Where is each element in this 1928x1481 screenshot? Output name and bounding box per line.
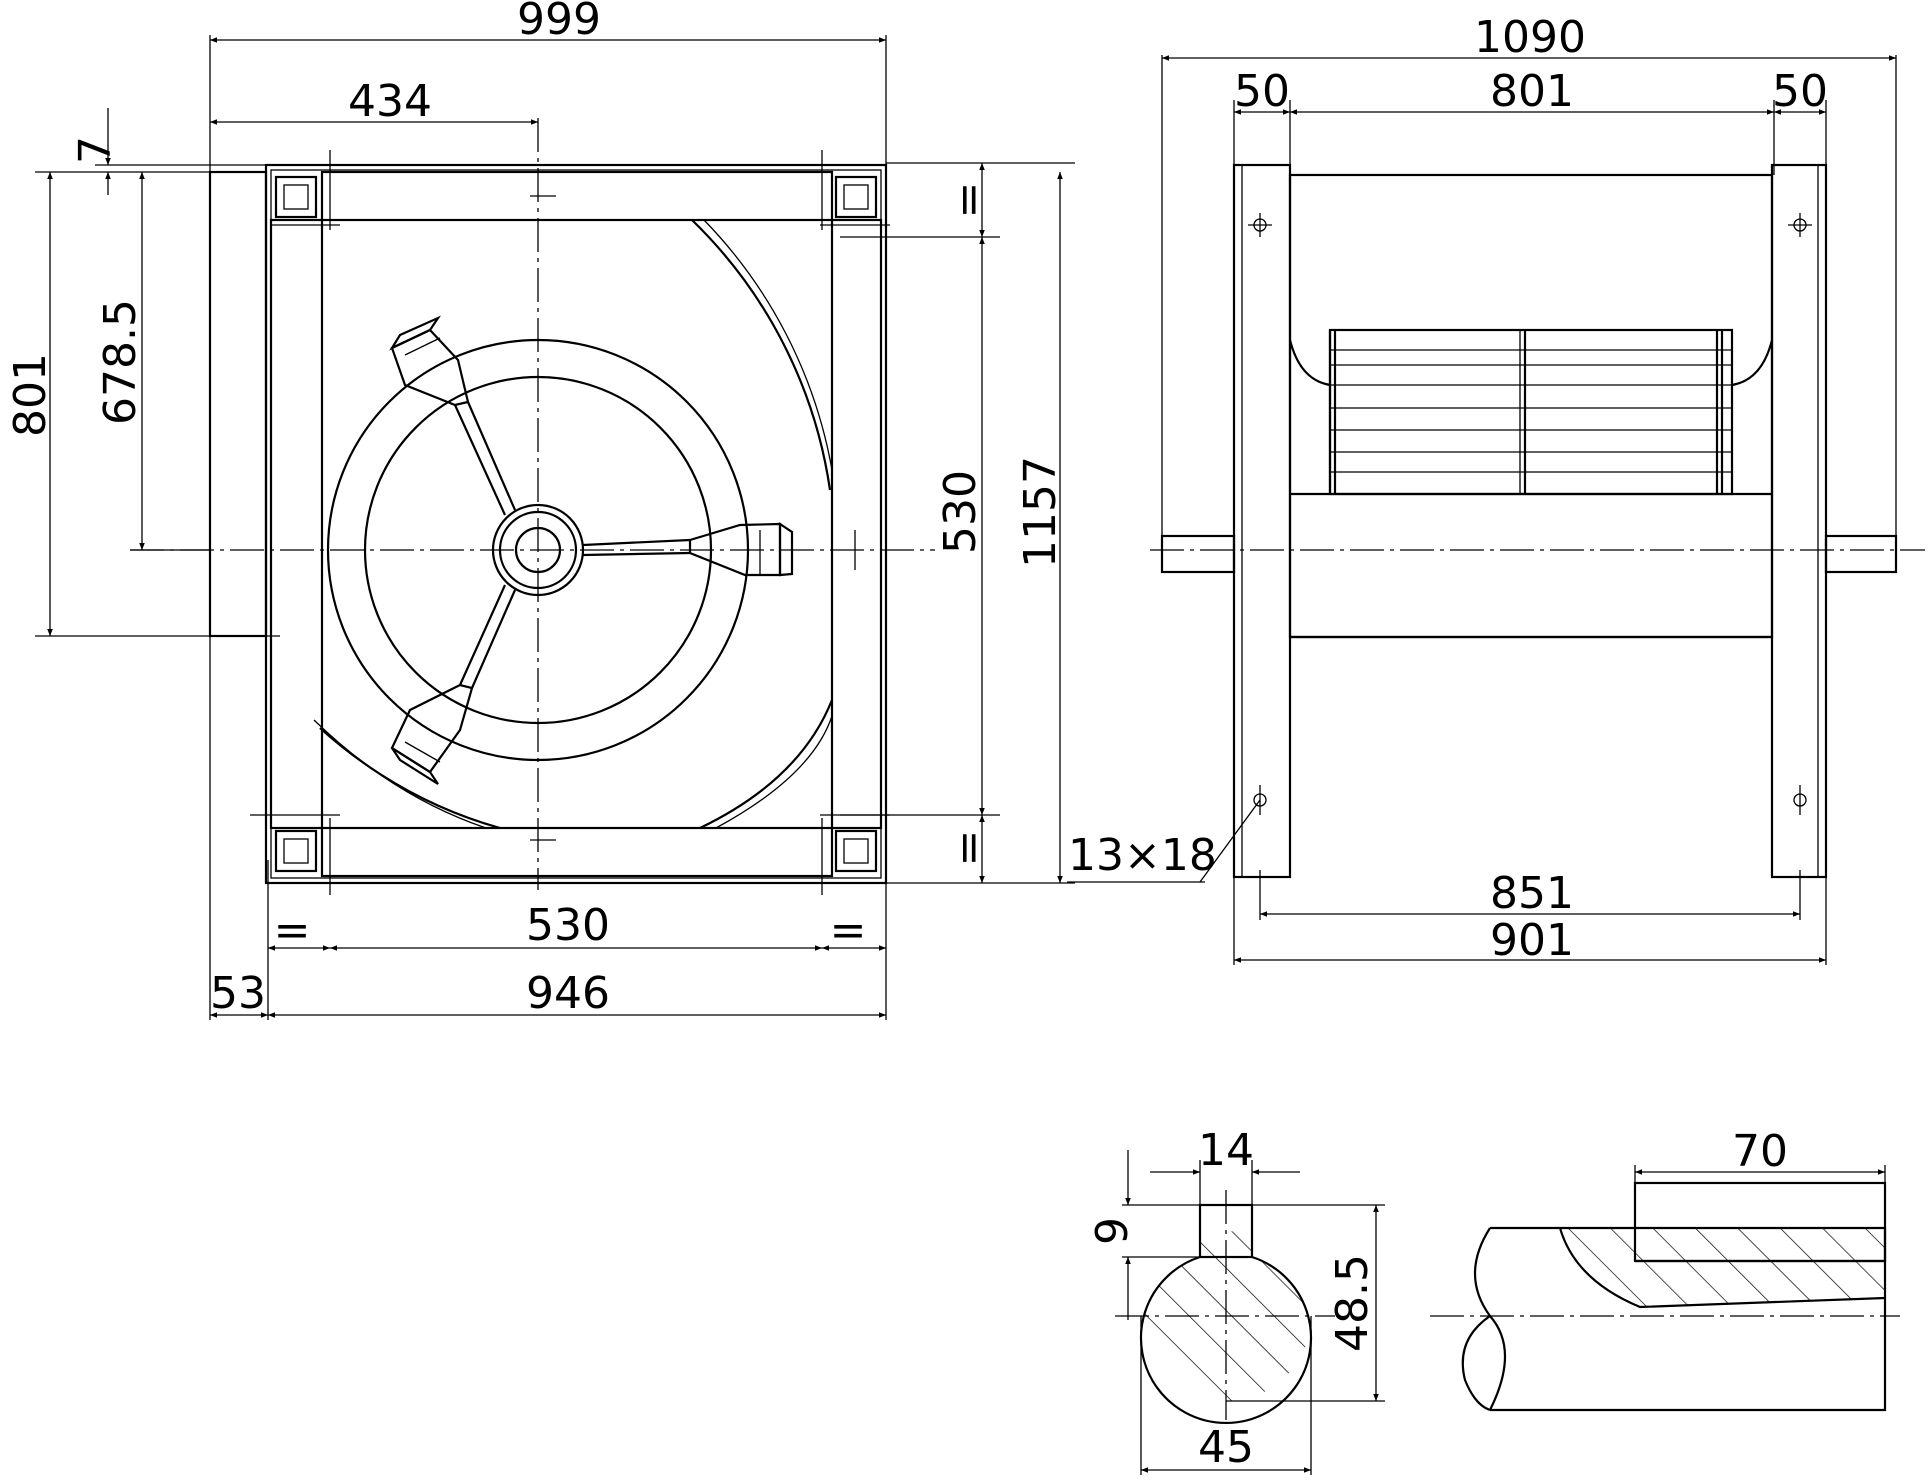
dim-14: 14 [1198,1125,1254,1176]
dim-946: 946 [526,968,610,1019]
dim-equal-right-bottom: = [943,830,994,867]
bearing-arm-upper [389,315,517,516]
dim-678-5: 678.5 [95,299,146,425]
dim-50-left: 50 [1234,66,1290,117]
dim-48-5: 48.5 [1327,1254,1378,1352]
dim-53: 53 [210,968,266,1019]
dim-801-side: 801 [1490,66,1574,117]
dim-45: 45 [1198,1422,1254,1473]
dim-999: 999 [517,0,601,45]
dim-434: 434 [348,76,432,127]
front-view: 999 434 7 801 678.5 = 530 = 1157 = 530 =… [5,0,1075,1020]
bearing-arm-right [582,521,794,577]
dim-50-right: 50 [1772,66,1828,117]
dim-equal-right-top: = [943,182,994,219]
dim-70: 70 [1732,1126,1788,1177]
shaft-side-view: 70 [1430,1126,1900,1412]
dim-13x18: 13×18 [1068,830,1217,881]
bearing-arm-lower [390,584,517,785]
dim-901: 901 [1490,915,1574,966]
dim-equal-bottom-left: = [274,905,311,956]
dim-801-front: 801 [5,353,56,437]
side-view: 1090 50 801 50 13×18 851 901 [1067,12,1925,966]
dim-9: 9 [1087,1217,1138,1245]
dim-equal-bottom-right: = [830,905,867,956]
dim-530-horizontal: 530 [526,900,610,951]
dim-1157: 1157 [1015,456,1066,568]
dim-530-vertical: 530 [935,470,986,554]
dim-1090: 1090 [1474,12,1586,63]
shaft-cross-section: 14 9 48.5 45 [1087,1125,1385,1475]
dim-7: 7 [70,136,121,164]
wheel-blades [1330,349,1732,473]
dim-851: 851 [1490,868,1574,919]
